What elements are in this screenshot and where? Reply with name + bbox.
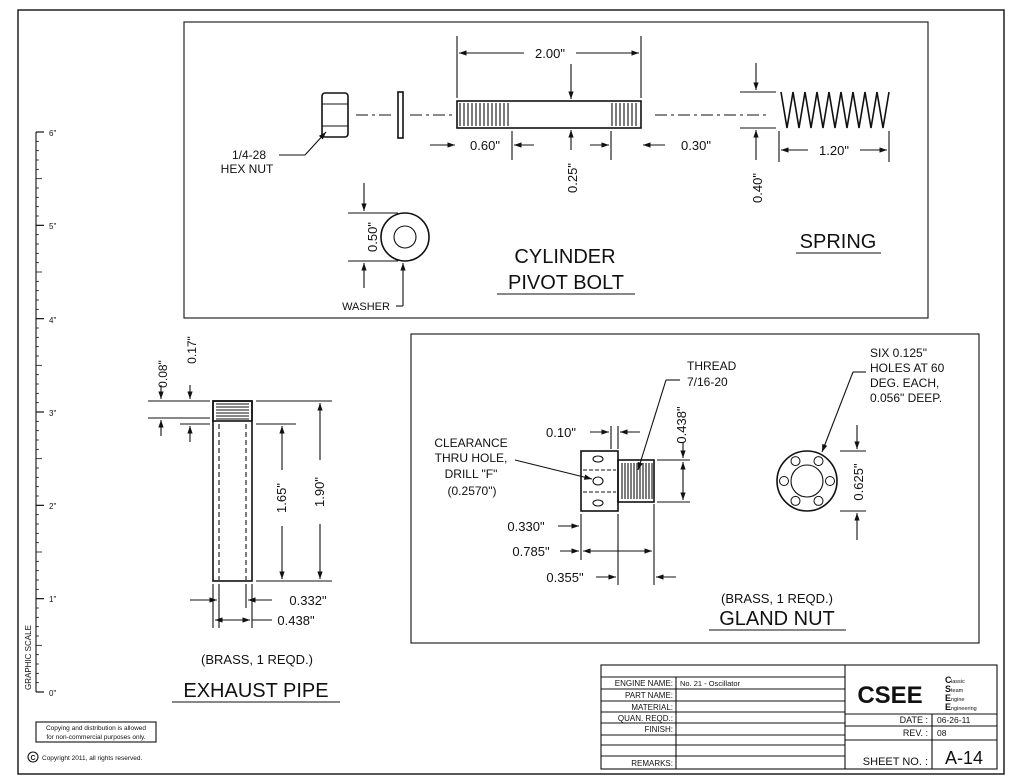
dim-washer: 0.50" [365,222,380,252]
dim-spring-length: 1.20" [819,143,849,158]
tb-engine-name-value: No. 21 - Oscillator [680,679,741,688]
dim-bolt-diameter: 0.25" [565,163,580,193]
dim-pipe-bore-len: 1.65" [274,483,289,513]
tb-date-label: DATE : [900,715,928,725]
svg-text:S: S [945,684,951,694]
svg-text:ngine: ngine [951,697,964,703]
tb-sheet-label: SHEET NO. : [863,756,928,768]
gland-hole [825,476,835,486]
dim-gland-0625: 0.625" [851,463,866,501]
pivot-bolt-title-1: CYLINDER [514,246,615,268]
svg-text:team: team [951,688,964,694]
washer-front-drawing [380,212,430,262]
tb-material-label: MATERIAL: [631,703,673,712]
copyright-note-2: for non-commercial purposes only. [46,734,145,741]
csee-logo: CSEE C lassic S team E ngine E ngineerin… [857,675,976,712]
tb-engine-name-label: ENGINE NAME: [615,679,673,688]
scale-mark-2: 2" [49,502,56,511]
gland-hole [813,495,824,506]
holes-label-2: HOLES AT 60 [870,361,945,375]
svg-text:E: E [945,693,951,703]
dim-gland-0785: 0.785" [512,544,550,559]
copyright-note-1: Copying and distribution is allowed [46,725,146,732]
dim-gland-0355: 0.355" [546,570,584,585]
thread-label-1: THREAD [687,359,737,373]
tb-rev-value: 08 [937,728,947,738]
dim-pipe-bore-dia: 0.332" [289,593,327,608]
gland-nut-front-drawing [776,450,838,512]
pivot-bolt-title-2: PIVOT BOLT [508,272,624,294]
tb-remarks-label: REMARKS: [631,759,673,768]
copyright-symbol: C [30,755,35,762]
gland-nut-side-drawing [580,450,655,512]
clear-label-3: DRILL "F" [445,467,498,481]
graphic-scale: 6" 5" 4" 3" 2" 1" 0" GRAPHIC SCALE [24,129,56,698]
holes-label-3: DEG. EACH, [870,376,939,390]
copyright-note-box [35,721,157,743]
csee-logo-text: CSEE [857,682,922,709]
tb-date-value: 06-26-11 [937,715,971,725]
scale-mark-1: 1" [49,595,56,604]
pivot-bolt-drawing [456,100,642,129]
gland-hole [790,456,801,467]
svg-text:lassic: lassic [951,679,965,685]
tb-sheet-value: A-14 [945,748,983,768]
gland-hole [790,495,801,506]
hex-nut-drawing [321,92,349,138]
copyright-icon [27,751,39,763]
dim-pipe-a: 0.08" [156,360,170,388]
scale-title: GRAPHIC SCALE [24,625,33,690]
tb-finish-label: FINISH: [645,725,673,734]
exhaust-pipe-note: (BRASS, 1 REQD.) [201,652,313,667]
clear-label-1: CLEARANCE [434,436,507,450]
spring-drawing [780,91,890,129]
thread-label-2: 7/16-20 [687,375,728,389]
dim-thread-left: 0.60" [470,138,500,153]
washer-label: WASHER [342,301,390,313]
gland-hole [779,476,789,486]
tb-quan-label: QUAN. REQD.: [618,714,673,723]
dim-pipe-total-len: 1.90" [312,477,327,507]
spring-title: SPRING [800,231,877,253]
scale-mark-5: 5" [49,222,56,231]
washer-edge-drawing [397,91,404,139]
dim-thread-right: 0.30" [681,138,711,153]
sheet-border [17,9,1005,775]
scale-mark-3: 3" [49,409,56,418]
dim-gland-0330: 0.330" [507,519,545,534]
exhaust-pipe-drawing [212,400,253,582]
copyright-line: Copyright 2011, all rights reserved. [42,755,143,762]
tb-rev-label: REV. : [903,728,928,738]
clear-label-2: THRU HOLE, [435,451,508,465]
dim-gland-0438: 0.438" [674,406,689,444]
scale-mark-6: 6" [49,129,56,138]
title-block [600,664,998,770]
holes-label-1: SIX 0.125" [870,346,927,360]
gland-nut-title: GLAND NUT [719,608,835,630]
exhaust-pipe-title: EXHAUST PIPE [183,680,328,702]
clear-label-4: (0.2570") [448,484,497,498]
gland-nut-note: (BRASS, 1 REQD.) [721,591,833,606]
gland-hole [813,456,824,467]
panel-gland-nut [410,333,980,644]
scale-mark-4: 4" [49,316,56,325]
dim-gland-010: 0.10" [546,425,576,440]
holes-label-4: 0.056" DEEP. [870,391,942,405]
svg-text:ngineering: ngineering [951,706,977,712]
dim-pipe-b: 0.17" [185,336,199,364]
scale-mark-0: 0" [49,689,56,698]
dim-pipe-outer-dia: 0.438" [277,613,315,628]
dim-spring-diameter: 0.40" [750,173,765,203]
panel-pivot-bolt-spring [183,21,929,319]
hex-nut-label-1: 1/4-28 [232,148,266,162]
svg-text:E: E [945,702,951,712]
svg-text:C: C [945,675,952,685]
hex-nut-label-2: HEX NUT [221,162,274,176]
dim-bolt-length: 2.00" [535,46,565,61]
tb-part-name-label: PART NAME: [625,691,673,700]
